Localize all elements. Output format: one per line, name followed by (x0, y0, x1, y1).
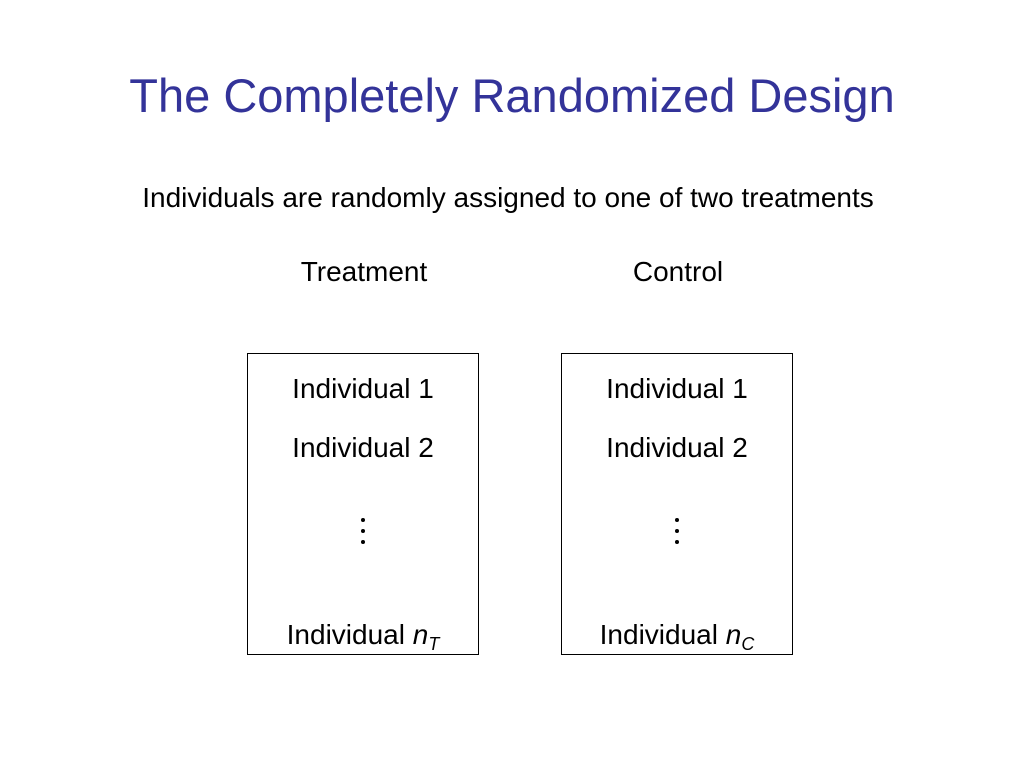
vertical-ellipsis-icon (674, 518, 680, 546)
treatment-label: Treatment (300, 256, 428, 287)
treatment-last-prefix: Individual (286, 619, 405, 650)
control-n-variable: n (725, 619, 742, 650)
slide-title: The Completely Randomized Design (129, 69, 895, 122)
control-individual-last: Individual nC (562, 617, 792, 662)
control-label: Control (632, 256, 724, 287)
treatment-individual-2: Individual 2 (292, 432, 434, 463)
treatment-group-box: Individual 1 Individual 2 Individual nT (247, 353, 479, 655)
treatment-ellipsis (248, 518, 478, 555)
treatment-n-subscript: T (428, 634, 440, 654)
vertical-ellipsis-icon (360, 518, 366, 546)
treatment-individual-last: Individual nT (248, 617, 478, 662)
control-individual-2: Individual 2 (606, 432, 748, 463)
control-individual-1: Individual 1 (606, 373, 748, 404)
treatment-individual-1: Individual 1 (292, 373, 434, 404)
control-last-prefix: Individual (599, 619, 718, 650)
treatment-n-variable: n (412, 619, 429, 650)
slide-subtitle: Individuals are randomly assigned to one… (142, 182, 874, 213)
control-ellipsis (562, 518, 792, 555)
control-n-subscript: C (741, 634, 755, 654)
control-group-box: Individual 1 Individual 2 Individual nC (561, 353, 793, 655)
